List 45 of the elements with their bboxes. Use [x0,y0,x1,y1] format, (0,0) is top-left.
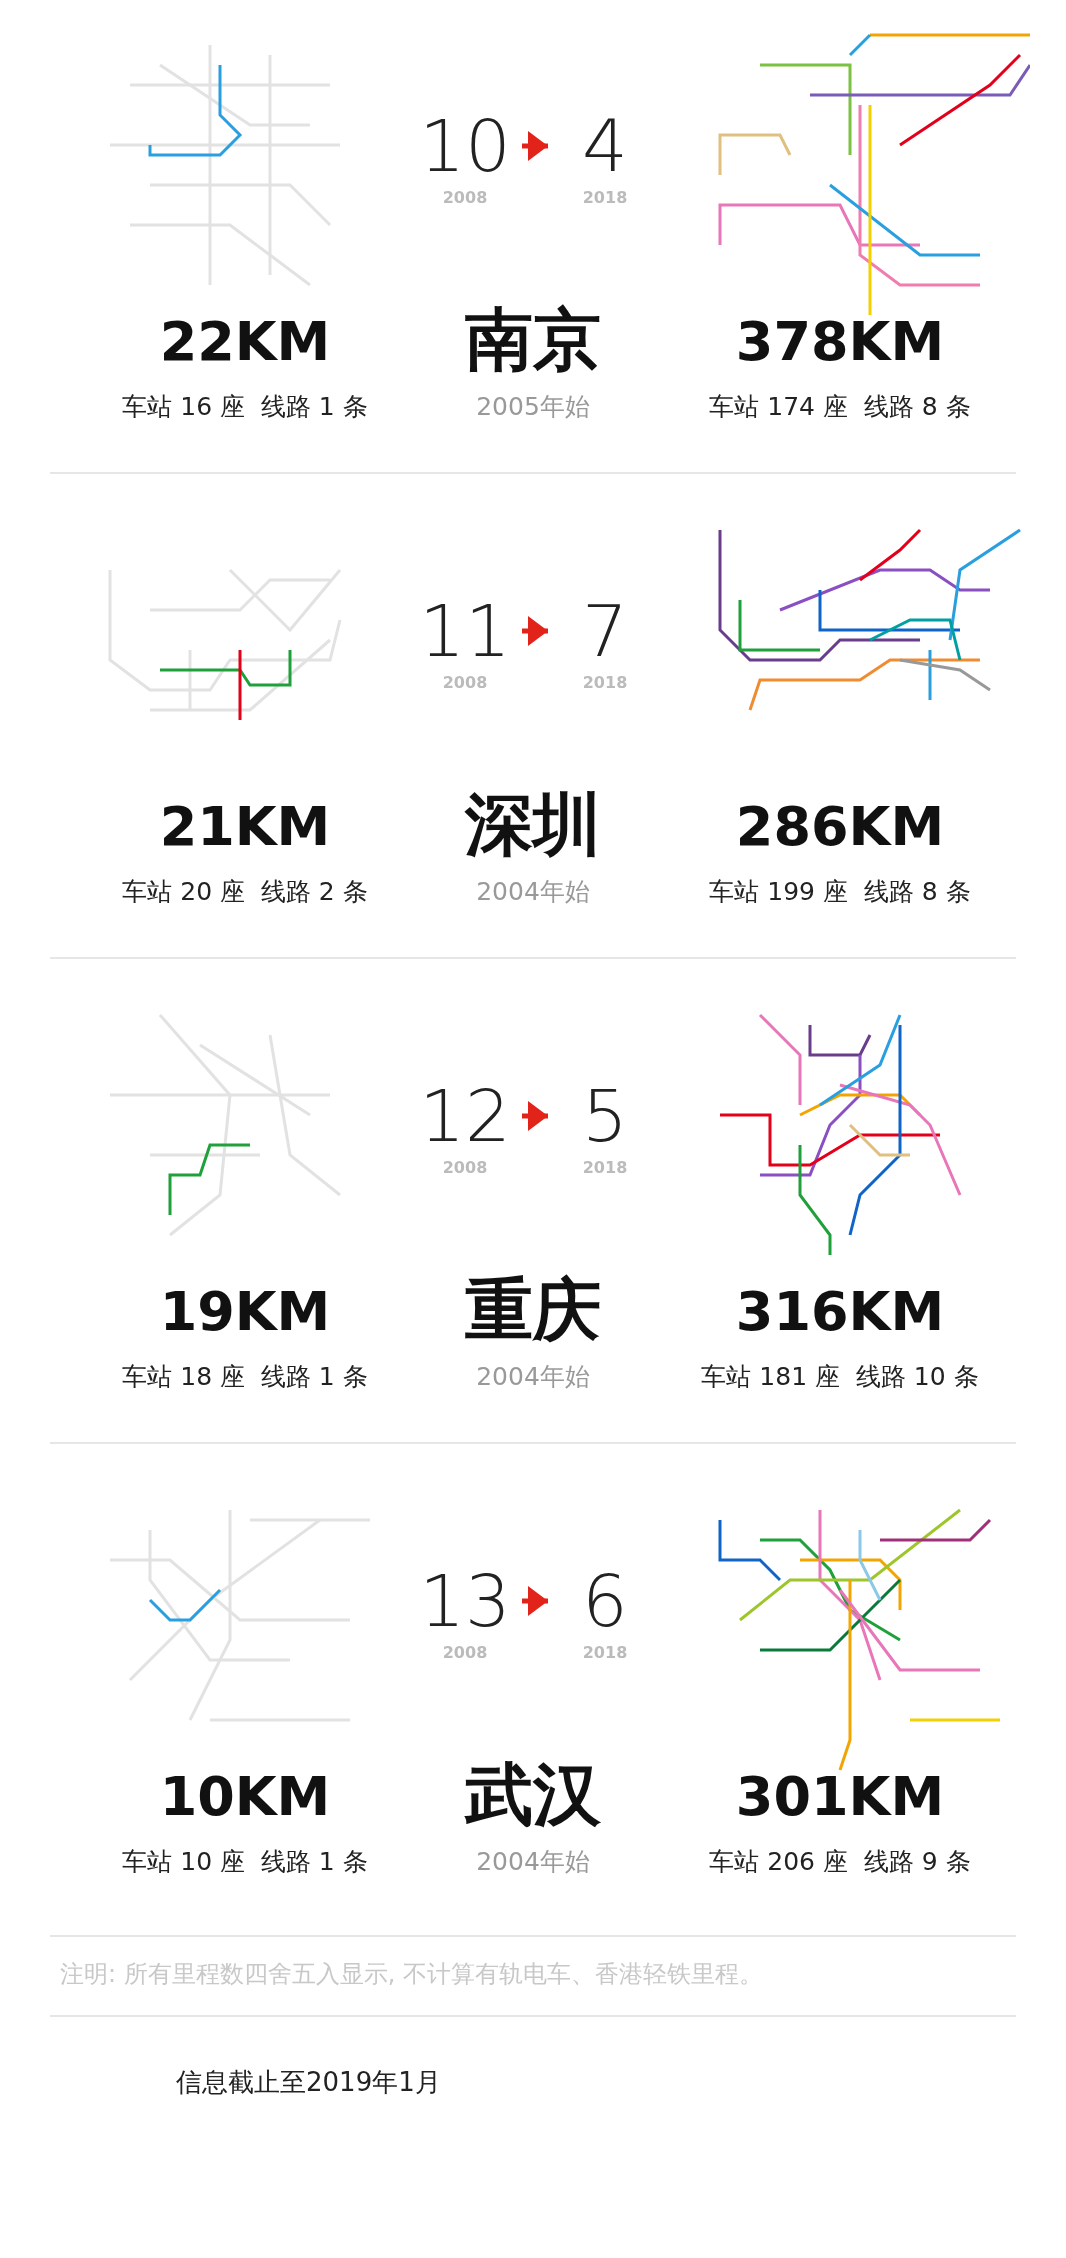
year-caption: 2018 [581,1158,629,1177]
city-name: 武汉 [463,1754,602,1836]
station-line-count: 车站 181 座 线路 10 条 [700,1361,980,1393]
distance-value: 21KM [158,795,332,858]
year-caption: 2008 [441,1158,489,1177]
station-line-count: 车站 18 座 线路 1 条 [121,1361,369,1393]
city-name: 深圳 [463,784,602,866]
year-caption: 2008 [441,188,489,207]
arrow [522,616,548,646]
arrow [522,1586,548,1616]
station-line-count: 车站 206 座 线路 9 条 [708,1846,972,1878]
arrow [522,131,548,161]
station-line-count: 车站 20 座 线路 2 条 [121,876,369,908]
year-count-number: 4 [581,110,629,182]
distance-value: 378KM [734,310,946,373]
city-name: 重庆 [464,1269,602,1351]
distance-value: 316KM [734,1280,946,1343]
date-note: 信息截止至2019年1月 [176,2066,441,2099]
station-line-count: 车站 199 座 线路 8 条 [708,876,972,908]
distance-value: 10KM [158,1765,332,1828]
distance-value: 19KM [158,1280,332,1343]
year-count-number: 11 [418,595,512,667]
station-line-count: 车站 174 座 线路 8 条 [708,391,972,423]
year-caption: 2008 [441,673,489,692]
year-caption: 2018 [581,1643,629,1662]
station-line-count: 车站 10 座 线路 1 条 [121,1846,369,1878]
year-count-number: 13 [418,1565,512,1637]
distance-value: 22KM [158,310,332,373]
opening-year: 2004年始 [475,1361,591,1393]
opening-year: 2004年始 [475,1846,591,1878]
city-name: 南京 [464,299,602,381]
year-caption: 2018 [581,673,629,692]
station-line-count: 车站 16 座 线路 1 条 [121,391,369,423]
distance-value: 286KM [734,795,946,858]
year-count-number: 7 [581,595,629,667]
year-caption: 2018 [581,188,629,207]
opening-year: 2004年始 [475,876,591,908]
distance-value: 301KM [734,1765,946,1828]
arrow [522,1101,548,1131]
opening-year: 2005年始 [475,391,591,423]
year-count-number: 10 [418,110,512,182]
year-count-number: 5 [581,1080,629,1152]
year-count-number: 6 [581,1565,629,1637]
year-count-number: 12 [418,1080,512,1152]
year-caption: 2008 [441,1643,489,1662]
